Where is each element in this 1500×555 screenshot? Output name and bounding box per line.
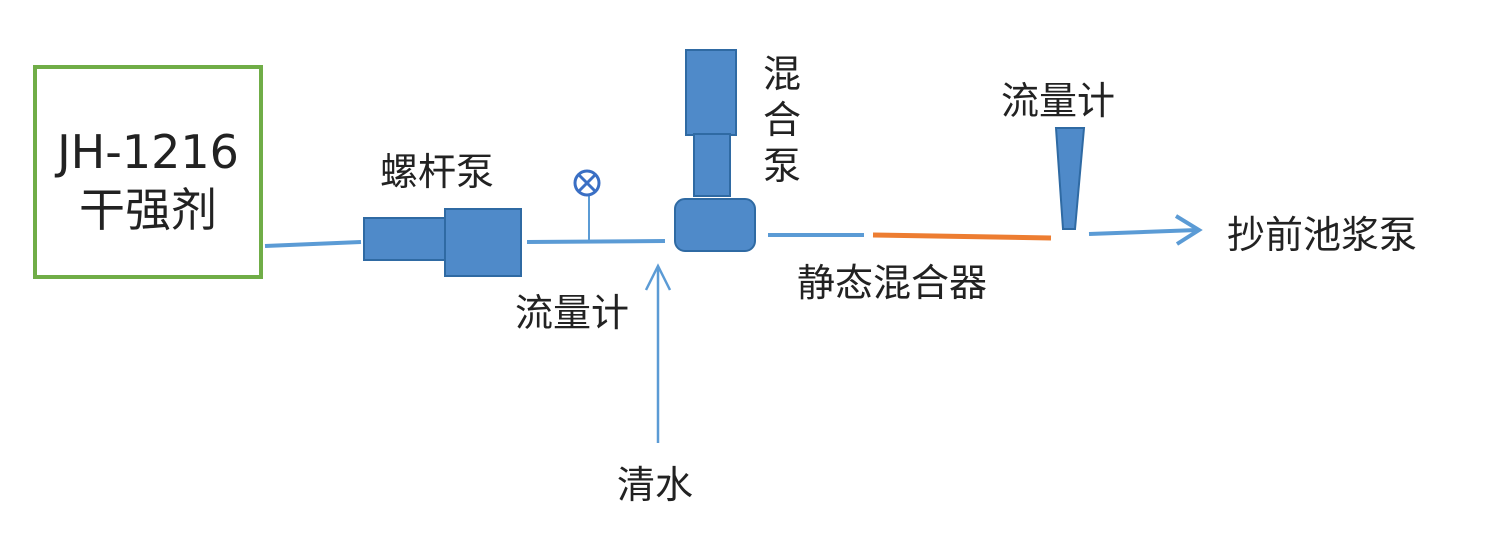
mixing-pump-body (674, 198, 756, 252)
screw-pump-label: 螺杆泵 (380, 150, 495, 194)
flowmeter-right-label: 流量计 (1001, 79, 1116, 123)
mixing-pump-motor (685, 49, 737, 136)
mixing-pump-label: 混 合 泵 (763, 55, 801, 193)
arrow-right-icon (1088, 214, 1203, 246)
flowmeter-left-label: 流量计 (515, 291, 630, 335)
source-agent-box: JH-1216 干强剂 (33, 65, 263, 279)
static-mixer-label: 静态混合器 (797, 261, 988, 305)
source-model-label: JH-1216 (57, 125, 239, 179)
mixing-pump-char-3: 泵 (763, 144, 802, 188)
clear-water-arrow (644, 263, 672, 443)
source-name-label: 干强剂 (79, 183, 217, 237)
screw-pump-body-small (363, 217, 447, 261)
pipe-source-to-pump (264, 240, 362, 248)
mixing-pump-shaft (693, 133, 731, 197)
mixing-pump-char-1: 混 (763, 52, 802, 96)
flowmeter-right-icon (1054, 127, 1086, 230)
valve-icon (573, 169, 601, 197)
static-mixer-line (872, 232, 1052, 241)
mixing-pump-char-2: 合 (763, 98, 802, 142)
clear-water-label: 清水 (617, 463, 694, 507)
destination-label: 抄前池浆泵 (1227, 213, 1418, 257)
pipe-pump-to-mixer (526, 239, 666, 244)
screw-pump-body-large (444, 208, 522, 277)
